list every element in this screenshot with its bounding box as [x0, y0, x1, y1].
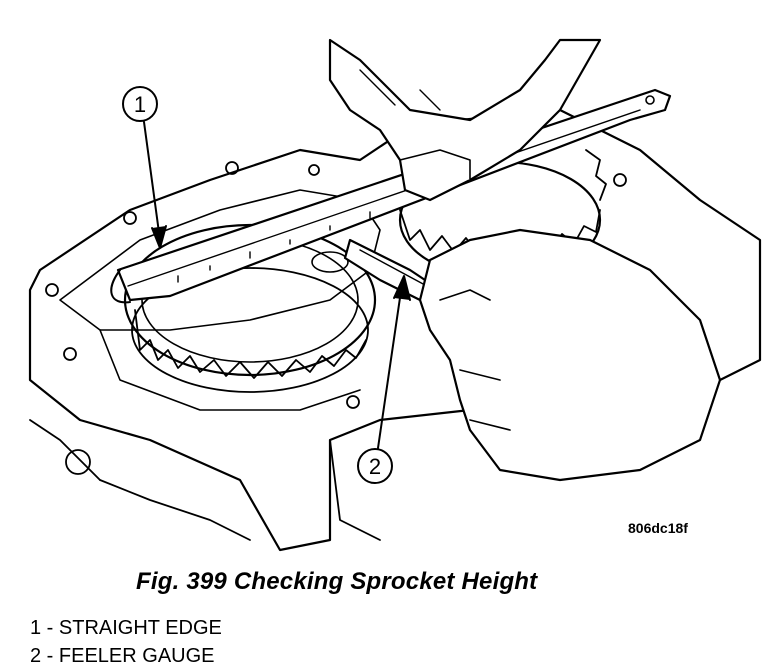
- housing-outline: [28, 108, 762, 552]
- callout-2: [357, 275, 411, 484]
- bolt-holes: [45, 161, 627, 475]
- legend: 1 - STRAIGHT EDGE 2 - FEELER GAUGE: [30, 614, 222, 670]
- lower-hand: [418, 228, 722, 482]
- upper-hand: [328, 38, 602, 202]
- callout-2-label: 2: [369, 454, 381, 479]
- casting-details: [29, 419, 381, 541]
- figure-code: 806dc18f: [628, 520, 688, 536]
- legend-item: 1 - STRAIGHT EDGE: [30, 617, 222, 639]
- figure-caption: Fig. 399 Checking Sprocket Height: [136, 568, 538, 595]
- sprocket-illustration: 1 2: [28, 38, 762, 552]
- line-illustration: 1 2: [28, 38, 762, 552]
- housing-flange: [99, 329, 361, 411]
- housing-inner-rim: [59, 189, 381, 331]
- callout-1: [122, 86, 167, 249]
- callout-1-label: 1: [134, 92, 146, 117]
- straight-edge-tool: [110, 88, 672, 304]
- legend-item: 2 - FEELER GAUGE: [30, 645, 215, 667]
